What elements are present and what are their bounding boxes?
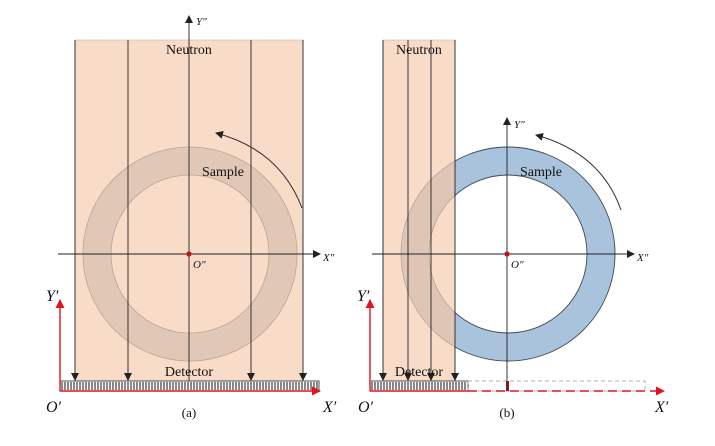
origin1-label: O′ [46, 399, 62, 416]
rotation-arrow [535, 133, 622, 211]
detector-bar [59, 380, 320, 392]
y2-axis-label: Y" [196, 16, 207, 28]
x1-axis-label: X′ [654, 399, 669, 416]
panel-b-caption: (b) [499, 405, 514, 420]
sample-label: Sample [202, 165, 244, 180]
beam-rays [379, 40, 459, 381]
x2-axis-label: X" [322, 252, 335, 264]
detector-center-pixel [506, 381, 509, 391]
neutron-label: Neutron [396, 43, 442, 58]
origin-dot [504, 251, 510, 257]
neutron-label: Neutron [166, 43, 212, 58]
y2-axis-label: Y" [514, 119, 525, 131]
detector-virtual-extension [467, 380, 646, 392]
origin2-label: O" [193, 259, 206, 271]
x1-axis-label: X′ [322, 399, 337, 416]
rotation-arrow [215, 130, 303, 209]
origin-dot [186, 251, 192, 257]
origin2-label: O" [511, 259, 524, 271]
x2-axis-label: X" [636, 252, 649, 264]
detector-pixels [371, 382, 466, 390]
sample-label: Sample [520, 165, 562, 180]
y1-axis-label: Y′ [357, 288, 370, 305]
panel-b: Neutron Sample Detector X" Y" O" X′ Y′ O… [357, 39, 669, 420]
y1-axis-label: Y′ [46, 288, 59, 305]
detector-pixels [61, 382, 318, 390]
beam-rays [71, 40, 307, 381]
panel-a: Neutron Sample Detector X" Y" O" X′ Y′ O… [46, 15, 337, 420]
origin1-label: O′ [358, 399, 374, 416]
panel-a-caption: (a) [182, 405, 196, 420]
detector-label: Detector [165, 365, 214, 380]
detector-label: Detector [395, 365, 444, 380]
